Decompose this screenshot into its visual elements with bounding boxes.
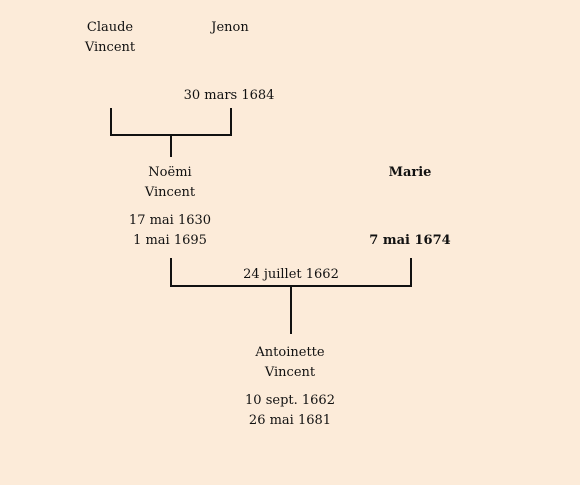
couple-marriage-date: 24 juillet 1662 bbox=[243, 267, 339, 282]
person-claude-vincent: Claude Vincent bbox=[85, 18, 135, 58]
person-antoinette-vincent: Antoinette Vincent bbox=[255, 343, 324, 383]
person-last-name: Vincent bbox=[144, 185, 196, 200]
person-last-name: Vincent bbox=[264, 365, 316, 380]
antoinette-vincent-dates: 10 sept. 1662 26 mai 1681 bbox=[245, 391, 335, 431]
person-first-name: Noëmi bbox=[148, 165, 192, 180]
person-noemi-vincent: Noëmi Vincent bbox=[145, 163, 195, 203]
marie-date: 7 mai 1674 bbox=[369, 233, 451, 248]
birth-date: 10 sept. 1662 bbox=[245, 393, 335, 408]
death-date: 26 mai 1681 bbox=[248, 413, 332, 428]
person-jenon: Jenon bbox=[211, 18, 248, 38]
person-first-name: Claude bbox=[86, 20, 134, 35]
birth-date: 17 mai 1630 bbox=[128, 213, 212, 228]
grandparents-marriage-date: 30 mars 1684 bbox=[183, 88, 275, 103]
person-first-name: Marie bbox=[388, 165, 432, 180]
death-date: 1 mai 1695 bbox=[133, 233, 207, 248]
person-last-name: Vincent bbox=[84, 40, 136, 55]
noemi-vincent-dates: 17 mai 1630 1 mai 1695 bbox=[129, 211, 211, 251]
person-first-name: Antoinette bbox=[255, 345, 325, 360]
person-first-name: Jenon bbox=[211, 20, 249, 35]
person-marie: Marie bbox=[389, 163, 432, 183]
